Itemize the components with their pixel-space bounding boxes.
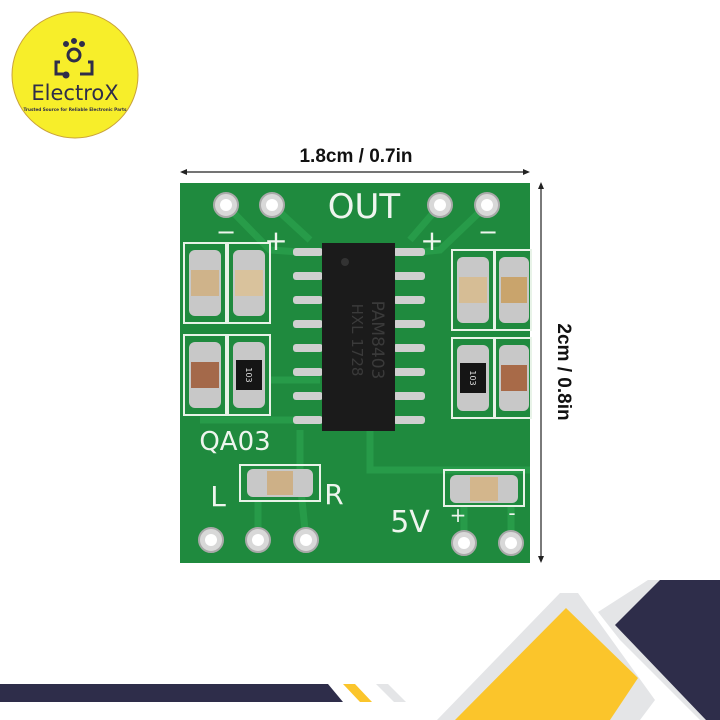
chip-model: PAM8403 xyxy=(367,301,387,380)
left-channel-label: L xyxy=(210,480,226,513)
right-channel-label: R xyxy=(324,478,343,511)
resistor-code-left: 103 xyxy=(244,367,253,382)
decorative-shapes xyxy=(0,580,720,720)
logo-name: ElectroX xyxy=(31,81,118,105)
height-label: 2cm / 0.8in xyxy=(553,323,574,420)
power-minus-label: - xyxy=(508,501,515,525)
solder-holes xyxy=(198,192,524,556)
model-label: QA03 xyxy=(199,427,270,457)
pam8403-board: 103 103 PAM8403 HXL 1728 OUT + − + xyxy=(180,183,532,563)
minus-right-label: − xyxy=(478,218,498,246)
resistor-code-right: 103 xyxy=(468,370,477,385)
plus-right-label: + xyxy=(420,224,443,257)
logo-tagline: Trusted Source for Reliable Electronic P… xyxy=(24,107,127,112)
out-label: OUT xyxy=(328,187,401,227)
minus-left-label: − xyxy=(216,218,236,246)
smd-capacitors xyxy=(189,250,529,503)
chip-code: HXL 1728 xyxy=(348,304,366,377)
width-dimension: 1.8cm / 0.7in xyxy=(180,146,530,175)
bulb-circuit-icon xyxy=(54,38,94,79)
smd-resistors: 103 103 xyxy=(236,360,486,393)
width-label: 1.8cm / 0.7in xyxy=(299,146,412,167)
height-dimension: 2cm / 0.8in xyxy=(538,182,574,563)
power-plus-label: + xyxy=(450,503,467,527)
electrox-logo: ElectroX Trusted Source for Reliable Ele… xyxy=(11,11,139,139)
power-label: 5V xyxy=(390,505,430,540)
plus-left-label: + xyxy=(264,224,287,257)
pam8403-chip: PAM8403 HXL 1728 xyxy=(293,243,425,431)
